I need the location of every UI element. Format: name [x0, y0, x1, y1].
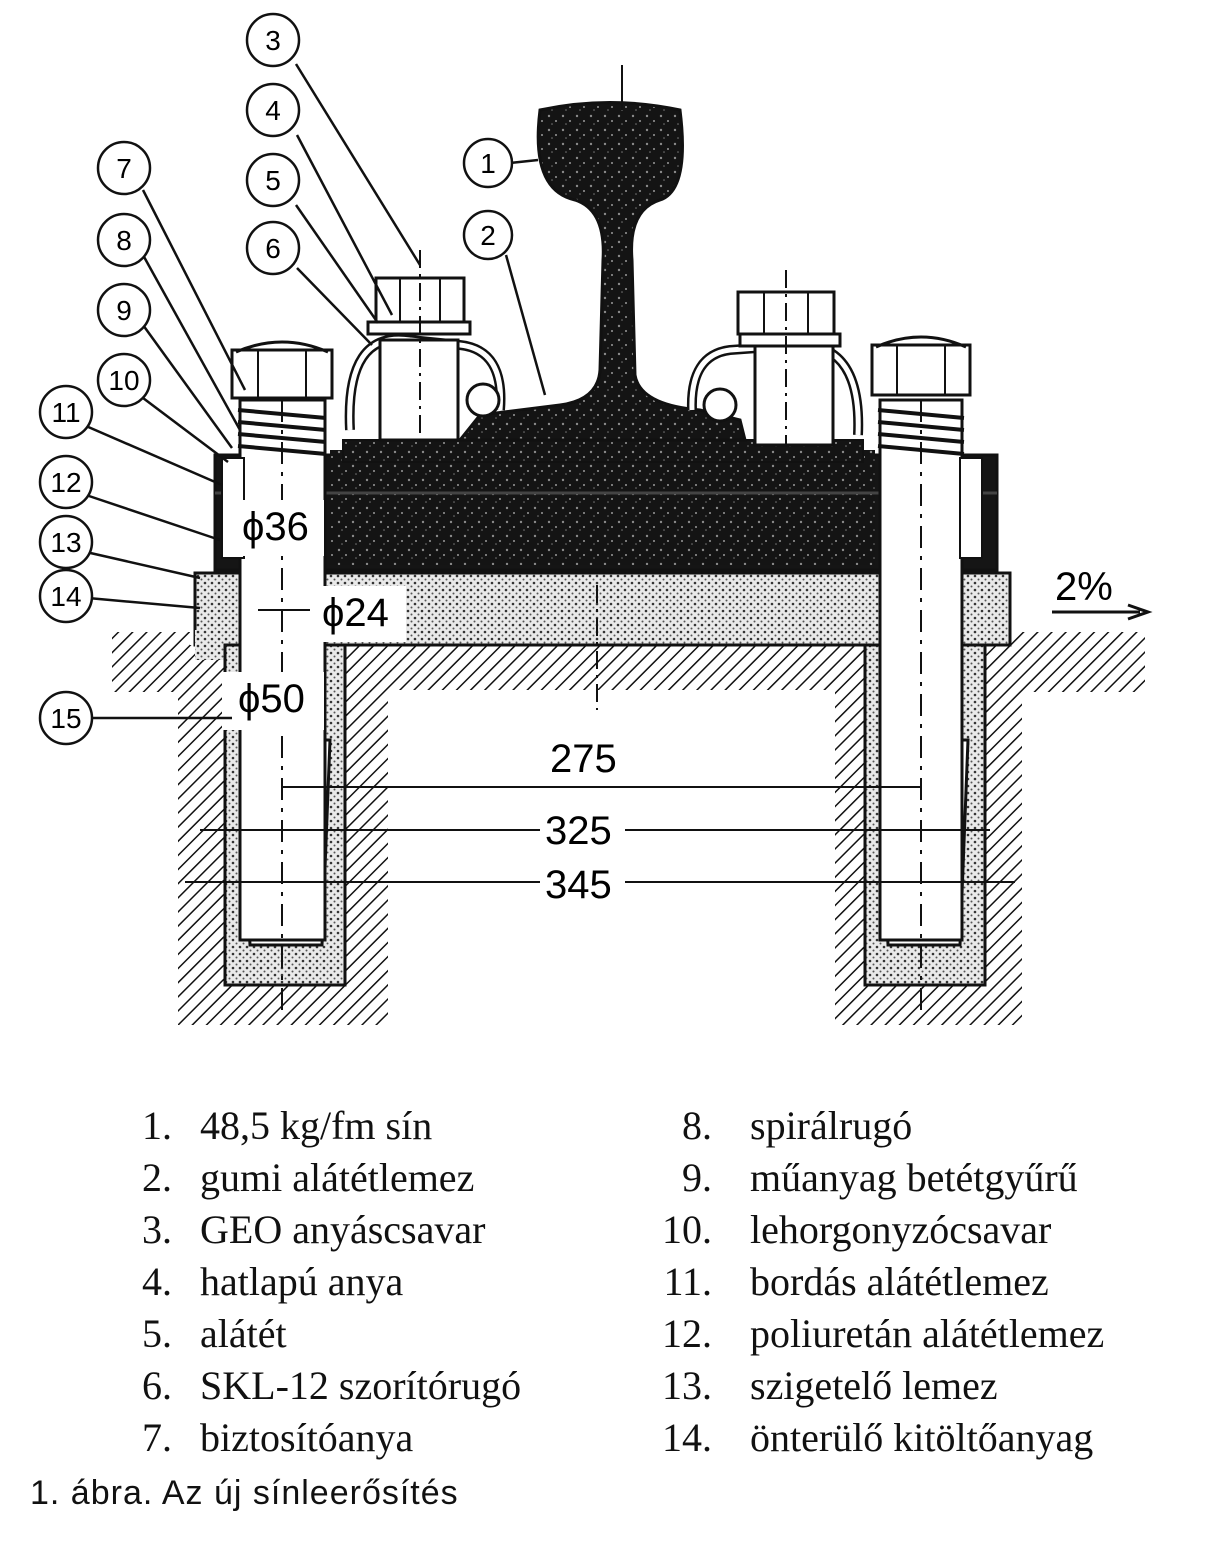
left-clip — [344, 250, 506, 442]
legend-item: 14. önterülő kitöltőanyag — [620, 1412, 1210, 1464]
callout-7: 7 — [96, 140, 152, 196]
legend-number: 8. — [682, 1103, 712, 1148]
svg-text:1: 1 — [480, 148, 496, 179]
legend-number: 5. — [142, 1311, 172, 1356]
callout-12: 12 — [38, 454, 94, 510]
width-dimensions: 275 325 345 — [185, 585, 1015, 907]
legend-number: 2. — [142, 1155, 172, 1200]
svg-text:15: 15 — [50, 703, 81, 734]
leader-lines — [85, 63, 547, 720]
legend-item: 12. poliuretán alátétlemez — [620, 1308, 1210, 1360]
parts-legend: 1. 48,5 kg/fm sín 2. gumi alátétlemez 3. GE… — [0, 1100, 1212, 1470]
svg-text:2: 2 — [480, 220, 496, 251]
legend-text: bordás alátétlemez — [750, 1259, 1049, 1304]
dim-d36: ϕ36 — [242, 505, 309, 549]
right-clip — [686, 270, 864, 447]
svg-text:9: 9 — [116, 295, 132, 326]
legend-text: alátét — [200, 1311, 287, 1356]
legend-right-column: 8. spirálrugó 9. műanyag betétgyűrű 10. leh… — [620, 1100, 1210, 1464]
svg-text:8: 8 — [116, 225, 132, 256]
callout-5: 5 — [245, 152, 301, 208]
callout-1: 1 — [462, 137, 514, 189]
legend-text: gumi alátétlemez — [200, 1155, 475, 1200]
legend-number: 13. — [662, 1363, 712, 1408]
callouts: 3 4 5 6 1 2 7 8 9 10 11 12 13 14 15 — [38, 12, 514, 746]
dimension-labels: ϕ36 ϕ24 ϕ50 — [222, 500, 406, 730]
right-anchor-bolt — [870, 335, 983, 1015]
legend-text: önterülő kitöltőanyag — [750, 1415, 1094, 1460]
legend-text: műanyag betétgyűrű — [750, 1155, 1078, 1200]
rail — [456, 65, 747, 442]
legend-item: 3. GEO anyáscsavar — [0, 1204, 600, 1256]
legend-item: 6. SKL-12 szorítórugó — [0, 1360, 600, 1412]
callout-2: 2 — [462, 209, 514, 261]
callout-15: 15 — [38, 690, 94, 746]
svg-text:11: 11 — [51, 397, 80, 428]
callout-8: 8 — [96, 212, 152, 268]
svg-text:12: 12 — [50, 467, 81, 498]
slope-label: 2% — [1055, 565, 1113, 609]
base-plates — [213, 439, 999, 572]
svg-text:4: 4 — [265, 95, 281, 126]
svg-text:13: 13 — [50, 527, 81, 558]
legend-item: 4. hatlapú anya — [0, 1256, 600, 1308]
svg-text:14: 14 — [50, 581, 81, 612]
legend-text: poliuretán alátétlemez — [750, 1311, 1105, 1356]
legend-text: 48,5 kg/fm sín — [200, 1103, 433, 1148]
legend-number: 11. — [663, 1259, 712, 1304]
legend-item: 1. 48,5 kg/fm sín — [0, 1100, 600, 1152]
rail-fastening-diagram: ϕ36 ϕ24 ϕ50 275 325 345 2% — [38, 12, 1153, 1025]
figure-caption: 1. ábra. Az új sínleerősítés — [30, 1474, 459, 1512]
legend-left-column: 1. 48,5 kg/fm sín 2. gumi alátétlemez 3. GE… — [0, 1100, 600, 1464]
legend-item: 13. szigetelő lemez — [620, 1360, 1210, 1412]
legend-text: biztosítóanya — [200, 1415, 414, 1460]
dim-345: 345 — [545, 863, 612, 907]
callout-6: 6 — [245, 220, 301, 276]
slope-indicator: 2% — [1052, 565, 1153, 621]
legend-number: 10. — [662, 1207, 712, 1252]
legend-item: 5. alátét — [0, 1308, 600, 1360]
callout-11: 11 — [38, 384, 94, 440]
callout-14: 14 — [38, 568, 94, 624]
legend-text: GEO anyáscsavar — [200, 1207, 486, 1252]
dim-d50: ϕ50 — [238, 677, 305, 721]
callout-3: 3 — [245, 12, 301, 68]
legend-number: 1. — [142, 1103, 172, 1148]
legend-item: 9. műanyag betétgyűrű — [620, 1152, 1210, 1204]
legend-number: 3. — [142, 1207, 172, 1252]
legend-text: spirálrugó — [750, 1103, 913, 1148]
svg-text:5: 5 — [265, 165, 281, 196]
legend-text: lehorgonyzócsavar — [750, 1207, 1052, 1252]
svg-text:10: 10 — [108, 365, 139, 396]
legend-text: hatlapú anya — [200, 1259, 404, 1304]
svg-text:7: 7 — [116, 153, 132, 184]
legend-item: 11. bordás alátétlemez — [620, 1256, 1210, 1308]
legend-number: 6. — [142, 1363, 172, 1408]
dim-d24: ϕ24 — [322, 591, 389, 635]
legend-text: SKL-12 szorítórugó — [200, 1363, 522, 1408]
dim-325: 325 — [545, 809, 612, 853]
legend-item: 2. gumi alátétlemez — [0, 1152, 600, 1204]
legend-number: 14. — [662, 1415, 712, 1460]
svg-text:6: 6 — [265, 233, 281, 264]
legend-number: 9. — [682, 1155, 712, 1200]
legend-item: 8. spirálrugó — [620, 1100, 1210, 1152]
legend-number: 4. — [142, 1259, 172, 1304]
callout-13: 13 — [38, 514, 94, 570]
callout-4: 4 — [245, 82, 301, 138]
legend-text: szigetelő lemez — [750, 1363, 998, 1408]
callout-9: 9 — [96, 282, 152, 338]
legend-item: 7. biztosítóanya — [0, 1412, 600, 1464]
callout-10: 10 — [96, 352, 152, 408]
legend-number: 7. — [142, 1415, 172, 1460]
dim-275: 275 — [550, 737, 617, 781]
svg-text:3: 3 — [265, 25, 281, 56]
legend-item: 10. lehorgonyzócsavar — [620, 1204, 1210, 1256]
legend-number: 12. — [662, 1311, 712, 1356]
